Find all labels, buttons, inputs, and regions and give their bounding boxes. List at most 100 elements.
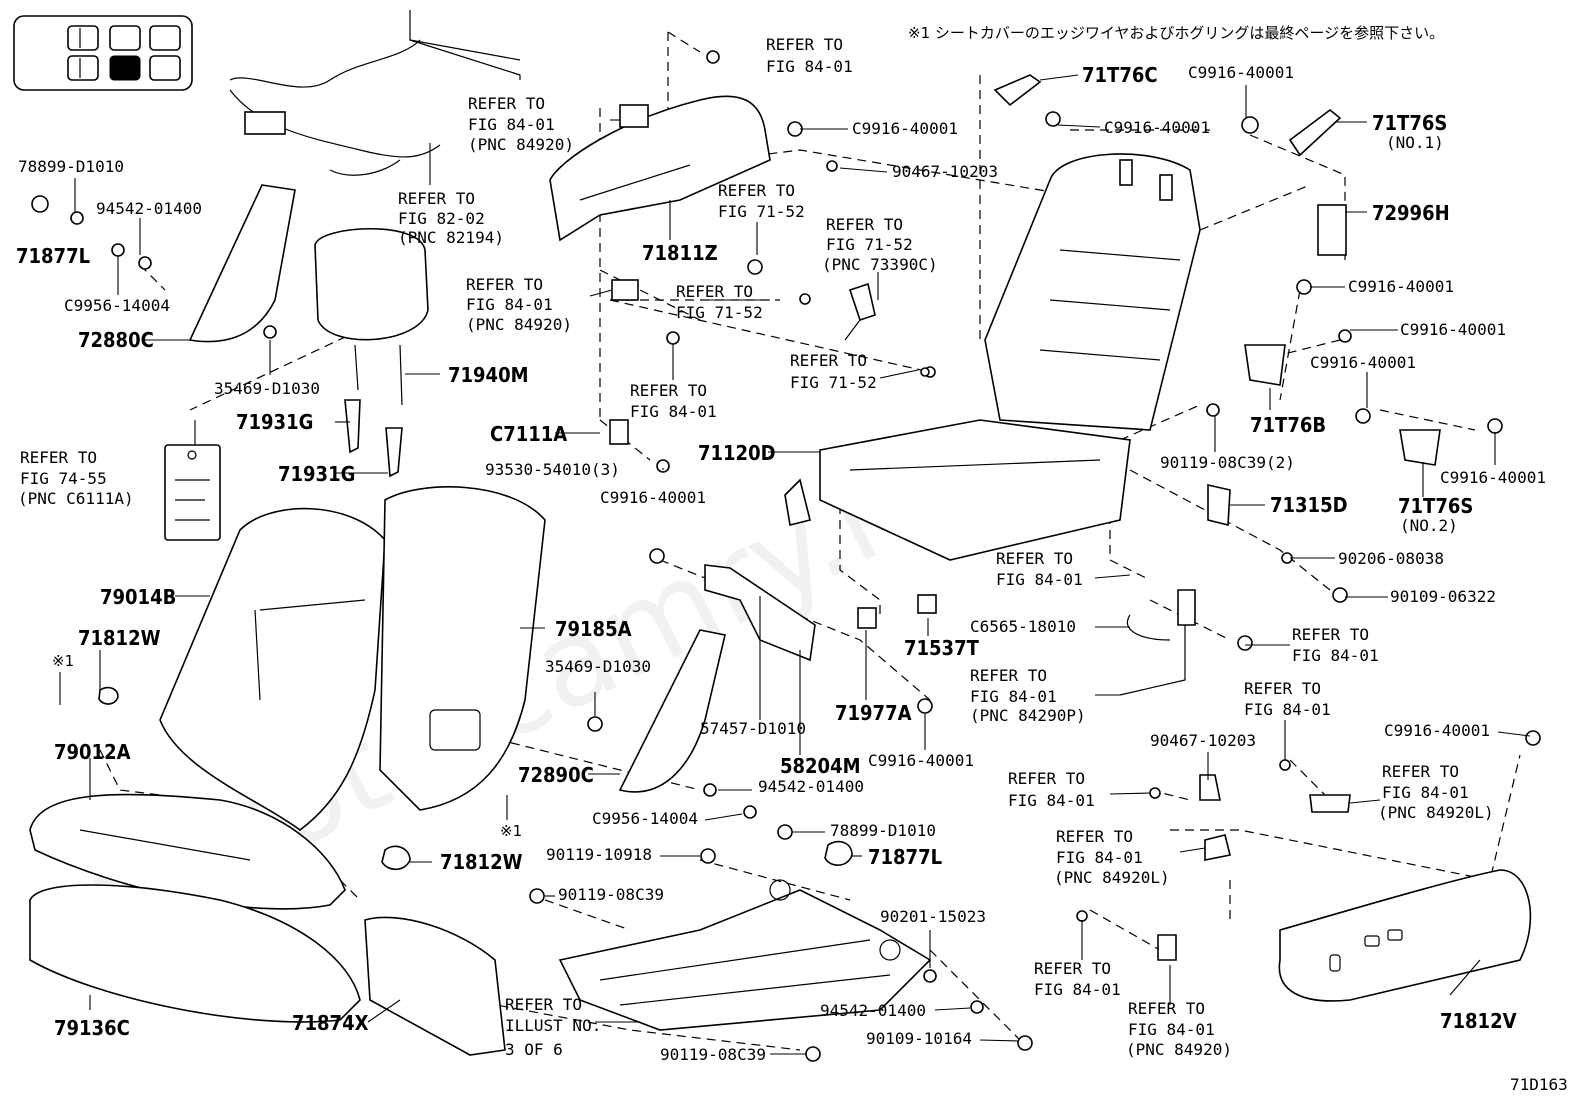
refer-label: REFER TO bbox=[505, 995, 582, 1014]
refer-label: FIG 84-01 bbox=[466, 295, 553, 314]
refer-label: 3 OF 6 bbox=[505, 1040, 563, 1059]
part-label: 71T76B bbox=[1250, 413, 1326, 437]
refer-label: (PNC 84920) bbox=[1126, 1040, 1232, 1059]
side-cover-72880C bbox=[188, 184, 296, 343]
seat-side-shield-71812V bbox=[1278, 869, 1532, 1002]
part-label: C9916-40001 bbox=[1348, 277, 1454, 296]
refer-label: (PNC 82194) bbox=[398, 228, 504, 247]
part-label: (NO.1) bbox=[1386, 133, 1444, 152]
part-label: C9956-14004 bbox=[64, 296, 170, 315]
part-label: C9916-40001 bbox=[1384, 721, 1490, 740]
cushion-shield-71874X bbox=[364, 916, 506, 1056]
part-label: 90109-06322 bbox=[1390, 587, 1496, 606]
part-label: 78899-D1010 bbox=[18, 157, 124, 176]
refer-label: FIG 71-52 bbox=[826, 235, 913, 254]
leader-lines bbox=[59, 74, 1531, 1055]
part-label: 57457-D1010 bbox=[700, 719, 806, 738]
refer-label: REFER TO bbox=[1034, 959, 1111, 978]
part-label: C9916-40001 bbox=[1400, 320, 1506, 339]
diagram-code: 71D163 bbox=[1510, 1075, 1568, 1094]
seat-locator-icon bbox=[13, 15, 193, 91]
refer-label: FIG 71-52 bbox=[676, 303, 763, 322]
refer-label: FIG 84-01 bbox=[1034, 980, 1121, 999]
part-label: C9916-40001 bbox=[1440, 468, 1546, 487]
part-label: 90119-08C39 bbox=[558, 885, 664, 904]
refer-label: ILLUST NO. bbox=[505, 1016, 601, 1035]
refer-label: REFER TO bbox=[1008, 769, 1085, 788]
seat-frame-71120D bbox=[784, 153, 1201, 561]
refer-label: FIG 84-01 bbox=[1008, 791, 1095, 810]
refer-label: REFER TO bbox=[1056, 827, 1133, 846]
headrest bbox=[314, 228, 429, 406]
wire-harness bbox=[229, 10, 521, 176]
refer-label: (PNC 84920) bbox=[466, 315, 572, 334]
refer-label: FIG 84-01 bbox=[1128, 1020, 1215, 1039]
part-label: 90119-08C39 bbox=[660, 1045, 766, 1064]
part-label: C7111A bbox=[490, 422, 567, 446]
note-mark: ※1 bbox=[52, 652, 74, 670]
refer-label: REFER TO bbox=[466, 275, 543, 294]
part-label: (NO.2) bbox=[1400, 516, 1458, 535]
part-label: 71315D bbox=[1270, 493, 1348, 517]
refer-label: FIG 84-01 bbox=[766, 57, 853, 76]
part-label: 78899-D1010 bbox=[830, 821, 936, 840]
part-label: 90119-10918 bbox=[546, 845, 652, 864]
refer-label: REFER TO bbox=[1244, 679, 1321, 698]
part-label: 71812W bbox=[78, 626, 161, 650]
part-label: 71T76S bbox=[1372, 111, 1447, 135]
part-label: 71877L bbox=[16, 244, 90, 268]
part-label: 79012A bbox=[54, 740, 131, 764]
part-label: 71940M bbox=[448, 363, 529, 387]
refer-label: REFER TO bbox=[718, 181, 795, 200]
part-label: 35469-D1030 bbox=[545, 657, 651, 676]
refer-label: FIG 84-01 bbox=[996, 570, 1083, 589]
refer-label: FIG 84-01 bbox=[1244, 700, 1331, 719]
refer-label: REFER TO bbox=[398, 189, 475, 208]
part-label: 71931G bbox=[236, 410, 313, 434]
part-label: 94542-01400 bbox=[96, 199, 202, 218]
part-label: 71931G bbox=[278, 462, 355, 486]
refer-label: (PNC 73390C) bbox=[822, 255, 938, 274]
part-labels: 71877L 78899-D1010 94542-01400 C9956-140… bbox=[16, 63, 1546, 1064]
part-label: 72880C bbox=[78, 328, 154, 352]
part-label: 90201-15023 bbox=[880, 907, 986, 926]
part-label: 71537T bbox=[904, 636, 980, 660]
part-label: C6565-18010 bbox=[970, 617, 1076, 636]
part-label: 72996H bbox=[1372, 201, 1450, 225]
refer-label: REFER TO bbox=[1292, 625, 1369, 644]
refer-label: REFER TO bbox=[996, 549, 1073, 568]
refer-label: FIG 84-01 bbox=[1382, 783, 1469, 802]
part-label: 90467-10203 bbox=[1150, 731, 1256, 750]
seatback-pad-79185A bbox=[379, 486, 546, 811]
refer-label: FIG 84-01 bbox=[1056, 848, 1143, 867]
refer-label: FIG 71-52 bbox=[718, 202, 805, 221]
part-label: 71811Z bbox=[642, 241, 718, 265]
brackets-and-fasteners bbox=[98, 74, 1441, 961]
part-label: C9916-40001 bbox=[1104, 118, 1210, 137]
part-label: 71T76S bbox=[1398, 494, 1473, 518]
refer-label: FIG 84-01 bbox=[630, 402, 717, 421]
seatback-cover-79014B bbox=[159, 507, 386, 831]
part-label: C9956-14004 bbox=[592, 809, 698, 828]
part-label: 71977A bbox=[835, 701, 912, 725]
headrest-supports bbox=[344, 399, 403, 478]
refer-label: FIG 84-01 bbox=[468, 115, 555, 134]
fastener-bolts bbox=[31, 50, 1541, 1062]
note-text: ※1 シートカバーのエッジワイヤおよびホグリングは最終ページを参照下さい。 bbox=[908, 24, 1444, 42]
note-mark: ※1 bbox=[500, 822, 522, 840]
part-label: 72890C bbox=[518, 763, 594, 787]
tag-icon bbox=[164, 444, 221, 541]
refer-label: REFER TO bbox=[630, 381, 707, 400]
refer-labels: REFER TO FIG 84-01 REFER TO FIG 84-01 (P… bbox=[18, 35, 1494, 1059]
part-label: 94542-01400 bbox=[758, 777, 864, 796]
refer-label: FIG 84-01 bbox=[1292, 646, 1379, 665]
refer-label: REFER TO bbox=[970, 666, 1047, 685]
refer-label: (PNC 84920L) bbox=[1054, 868, 1170, 887]
part-label: 90206-08038 bbox=[1338, 549, 1444, 568]
part-label: 79185A bbox=[555, 617, 632, 641]
part-label: 71874X bbox=[292, 1011, 369, 1035]
part-label: 58204M bbox=[780, 754, 861, 778]
part-label: 79136C bbox=[54, 1016, 130, 1040]
refer-label: REFER TO bbox=[468, 94, 545, 113]
